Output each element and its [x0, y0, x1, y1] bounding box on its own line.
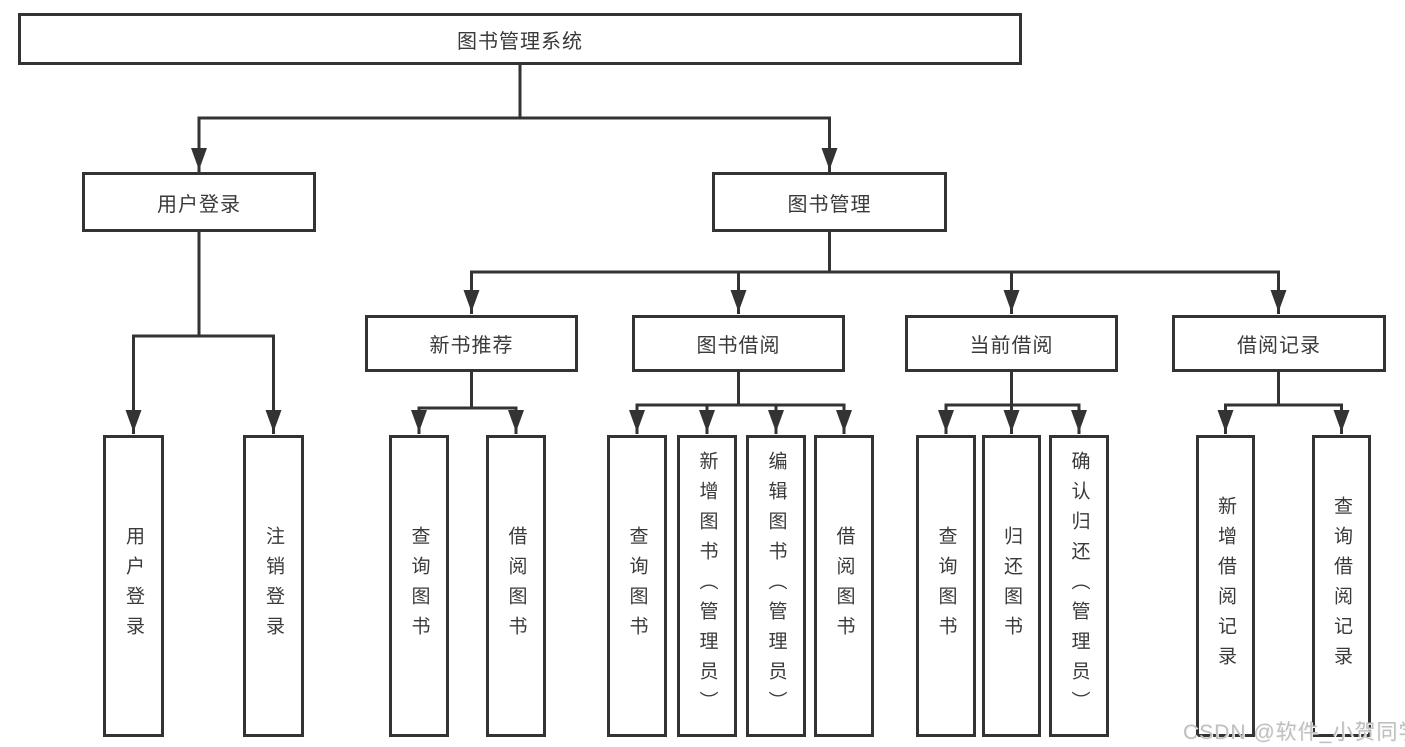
- leaf-bw-edit-books-admin: 编辑图书（管理员）: [746, 435, 806, 737]
- csdn-watermark: CSDN @软件_小贺同学: [1183, 721, 1405, 744]
- leaf-rec-add-record: 新增借阅记录: [1196, 435, 1255, 737]
- leaf-label: 用户登录: [123, 526, 144, 646]
- leaf-logout: 注销登录: [243, 435, 304, 737]
- node-root-library-system: 图书管理系统: [18, 13, 1022, 65]
- leaf-label: 归还图书: [1001, 526, 1022, 646]
- node-user-login: 用户登录: [82, 172, 316, 232]
- leaf-label: 新增图书（管理员）: [696, 451, 718, 721]
- node-new-book-recommend: 新书推荐: [365, 315, 578, 372]
- leaf-label: 查询图书: [935, 526, 957, 646]
- leaf-nb-borrow-books: 借阅图书: [486, 435, 546, 737]
- node-borrow-records: 借阅记录: [1172, 315, 1386, 372]
- leaf-bw-borrow-books: 借阅图书: [814, 435, 874, 737]
- leaf-label: 借阅图书: [505, 526, 527, 646]
- node-book-borrowing: 图书借阅: [632, 315, 845, 372]
- leaf-cur-confirm-return-admin: 确认归还（管理员）: [1049, 435, 1109, 737]
- leaf-label: 编辑图书（管理员）: [765, 451, 787, 721]
- leaf-bw-query-books: 查询图书: [607, 435, 667, 737]
- leaf-label: 新增借阅记录: [1215, 496, 1236, 676]
- leaf-label: 查询图书: [408, 526, 430, 646]
- leaf-bw-add-books-admin: 新增图书（管理员）: [677, 435, 737, 737]
- connector-arrows: [125, 118, 1350, 434]
- leaf-rec-query-record: 查询借阅记录: [1312, 435, 1371, 737]
- leaf-label: 确认归还（管理员）: [1068, 451, 1090, 721]
- leaf-label: 查询借阅记录: [1331, 496, 1352, 676]
- leaf-cur-query-books: 查询图书: [916, 435, 976, 737]
- leaf-label: 注销登录: [263, 526, 284, 646]
- leaf-label: 借阅图书: [833, 526, 855, 646]
- node-book-management: 图书管理: [712, 172, 947, 232]
- leaf-label: 查询图书: [626, 526, 648, 646]
- leaf-cur-return-books: 归还图书: [982, 435, 1041, 737]
- leaf-nb-query-books: 查询图书: [389, 435, 449, 737]
- leaf-user-login: 用户登录: [103, 435, 164, 737]
- node-current-borrowing: 当前借阅: [905, 315, 1118, 372]
